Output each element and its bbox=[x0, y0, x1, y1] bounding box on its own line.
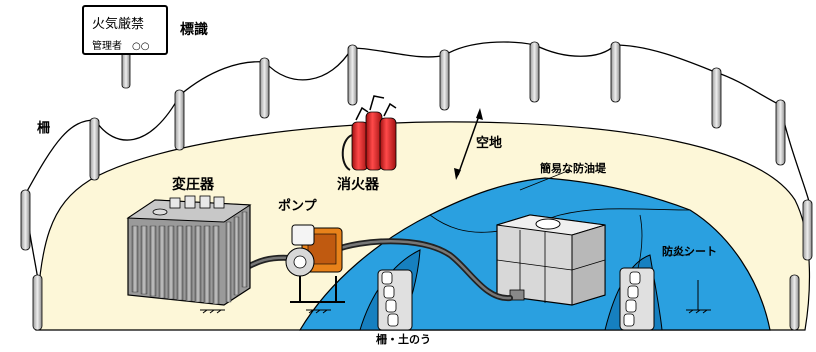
label-transformer: 変圧器 bbox=[172, 177, 214, 193]
sandbag-right bbox=[619, 267, 655, 331]
pump-hose-outlet-highlight bbox=[333, 240, 512, 300]
label-extinguisher: 消火器 bbox=[337, 177, 379, 193]
tarp-ridge-line bbox=[429, 208, 691, 233]
pump bbox=[285, 224, 345, 303]
sign-manager: 管理者 ○○ bbox=[92, 41, 150, 52]
label-sign: 標識 bbox=[180, 22, 208, 38]
label-fire-sheet: 防炎シート bbox=[662, 245, 717, 258]
label-simple-dike: 簡易な防油堤 bbox=[540, 162, 606, 175]
open-space-arrow bbox=[454, 108, 483, 180]
fence bbox=[20, 41, 813, 331]
leader-line-dike bbox=[519, 169, 571, 191]
ground-symbols bbox=[200, 280, 711, 314]
transformer bbox=[126, 195, 252, 306]
fire-extinguishers bbox=[341, 95, 397, 171]
sign-title: 火気厳禁 bbox=[92, 17, 145, 32]
sign-post bbox=[121, 51, 131, 89]
label-open-space: 空地 bbox=[476, 136, 503, 151]
sandbag-left bbox=[377, 269, 413, 331]
label-pump: ポンプ bbox=[278, 199, 317, 214]
oil-tank bbox=[496, 214, 606, 306]
label-fence: 柵 bbox=[37, 121, 51, 136]
label-fence-sandbag: 柵・土のう bbox=[376, 333, 431, 346]
warning-sign-board: 火気厳禁 管理者 ○○ bbox=[82, 5, 168, 55]
